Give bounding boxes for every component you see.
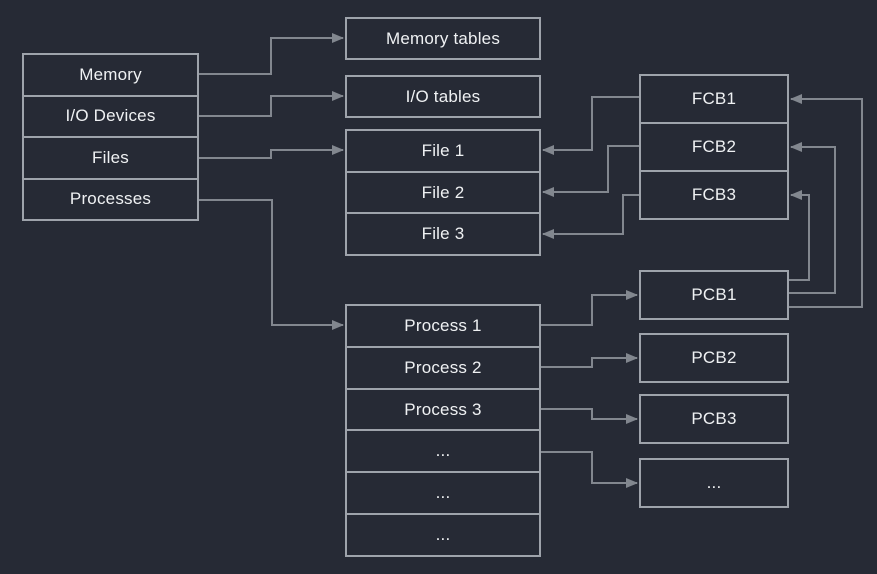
arrow-process-dots-to-pcb-dots (541, 451, 638, 488)
pcb3-box: PCB3 (639, 394, 789, 444)
os-row-files-label: Files (92, 147, 129, 167)
memory-tables-row: Memory tables (347, 19, 539, 58)
pcb2-box: PCB2 (639, 333, 789, 383)
memory-tables-label: Memory tables (385, 28, 501, 48)
os-resource-table: Memory I/O Devices Files Processes (22, 53, 199, 221)
arrow-pcb1-to-fcb2 (788, 142, 836, 294)
pcb-dots-box: ... (639, 458, 789, 508)
os-row-processes-label: Processes (69, 189, 152, 209)
file-row-2: File 2 (347, 170, 539, 213)
os-row-memory-label: Memory (79, 64, 142, 84)
fcb-row-1-label: FCB1 (691, 89, 737, 108)
arrow-files-to-file-table (198, 145, 344, 159)
os-row-io-devices-label: I/O Devices (65, 106, 156, 126)
arrow-fcb1-to-file1 (542, 96, 639, 155)
arrow-memory-to-memory-tables (198, 33, 344, 75)
file-table: File 1 File 2 File 3 (345, 129, 541, 256)
os-row-processes: Processes (24, 177, 197, 220)
process-table: Process 1 Process 2 Process 3 ... ... ..… (345, 304, 541, 557)
process-row-dots-1: ... (347, 429, 539, 471)
arrow-process3-to-pcb3 (541, 408, 638, 424)
process-row-1: Process 1 (347, 306, 539, 346)
arrow-fcb2-to-file2 (542, 145, 639, 197)
process-row-2-label: Process 2 (404, 357, 482, 377)
pcb-dots-label: ... (706, 473, 722, 492)
process-row-dots-3: ... (347, 513, 539, 555)
arrow-io-devices-to-io-tables (198, 91, 344, 117)
io-tables-box: I/O tables (345, 75, 541, 118)
arrow-process2-to-pcb2 (541, 353, 638, 368)
file-row-1: File 1 (347, 131, 539, 171)
arrow-fcb3-to-file3 (542, 194, 639, 239)
file-row-1-label: File 1 (421, 140, 465, 160)
process-row-dots-2: ... (347, 471, 539, 513)
fcb-row-3: FCB3 (641, 170, 787, 218)
memory-tables-box: Memory tables (345, 17, 541, 60)
fcb-row-2: FCB2 (641, 122, 787, 170)
pcb-dots-row: ... (641, 460, 787, 506)
pcb1-row: PCB1 (641, 272, 787, 318)
file-row-3: File 3 (347, 212, 539, 254)
process-row-dots-2-label: ... (435, 483, 451, 503)
file-row-2-label: File 2 (421, 182, 465, 202)
fcb-row-1: FCB1 (641, 76, 787, 122)
process-row-3: Process 3 (347, 387, 539, 430)
process-row-2: Process 2 (347, 345, 539, 388)
arrow-process1-to-pcb1 (541, 290, 638, 326)
pcb1-box: PCB1 (639, 270, 789, 320)
arrow-processes-to-process-table (198, 199, 344, 330)
pcb2-label: PCB2 (691, 348, 737, 367)
io-tables-row: I/O tables (347, 77, 539, 116)
pcb2-row: PCB2 (641, 335, 787, 381)
io-tables-label: I/O tables (405, 86, 481, 106)
fcb-table: FCB1 FCB2 FCB3 (639, 74, 789, 220)
pcb3-row: PCB3 (641, 396, 787, 442)
arrow-pcb1-to-fcb3 (788, 190, 810, 281)
arrow-pcb1-to-fcb1 (788, 94, 863, 308)
os-row-io-devices: I/O Devices (24, 94, 197, 137)
process-row-dots-3-label: ... (435, 525, 451, 545)
process-row-3-label: Process 3 (404, 399, 482, 419)
fcb-row-2-label: FCB2 (691, 137, 737, 156)
os-row-files: Files (24, 136, 197, 178)
os-row-memory: Memory (24, 55, 197, 95)
fcb-row-3-label: FCB3 (691, 185, 737, 204)
process-row-dots-1-label: ... (435, 441, 451, 461)
file-row-3-label: File 3 (421, 224, 465, 244)
pcb3-label: PCB3 (691, 409, 737, 428)
pcb1-label: PCB1 (691, 285, 737, 304)
process-row-1-label: Process 1 (404, 315, 482, 335)
